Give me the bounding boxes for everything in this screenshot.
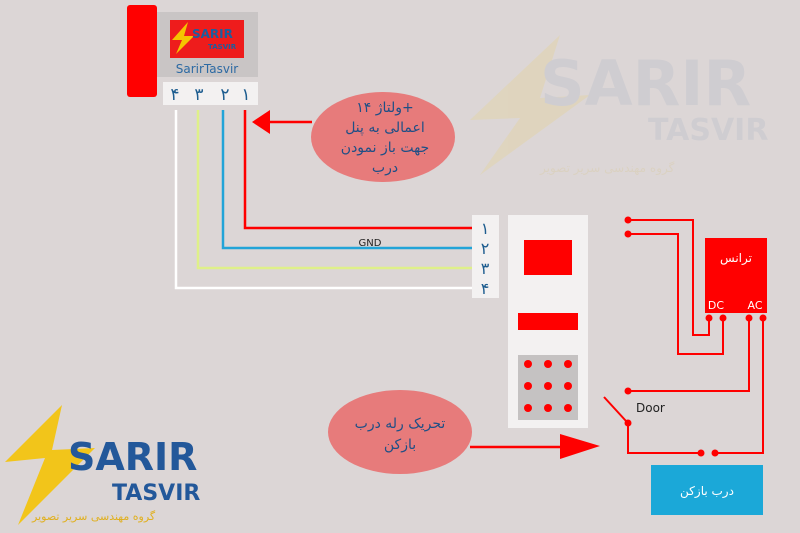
callout-voltage-line: جهت باز نمودن — [341, 140, 429, 156]
lightning-icon — [470, 35, 590, 175]
terminal-dots — [624, 216, 767, 457]
side-terminal-1: ۱ — [481, 219, 490, 238]
gnd-label: GND — [359, 238, 382, 249]
keypad-buttons — [524, 360, 572, 412]
callout-voltage-line: اعمالی به پنل — [345, 120, 425, 136]
side-terminal-strip — [472, 215, 499, 298]
lightning-icon — [5, 405, 95, 525]
logo-sub: TASVIR — [112, 481, 200, 506]
arrowhead-left-icon — [252, 110, 270, 134]
watermark-logo: SARIR TASVIR گروه مهندسی سریر تصویر — [5, 405, 200, 525]
watermark-tagline: گروه مهندسی سریر تصویر — [539, 161, 675, 176]
ac-label: AC — [747, 299, 762, 312]
device-red-bar — [127, 5, 157, 97]
side-terminal-4: ۴ — [481, 279, 490, 298]
terminal-3-label: ۳ — [194, 85, 203, 105]
callout-relay-line: تحریک رله درب — [355, 416, 446, 432]
wire-white — [174, 110, 474, 290]
side-terminal-3: ۳ — [481, 259, 490, 278]
callout-voltage-line: درب — [372, 160, 398, 176]
callout-relay — [328, 390, 472, 474]
watermark-top: SARIR TASVIR گروه مهندسی سریر تصویر — [470, 35, 768, 176]
callout-voltage — [311, 92, 455, 182]
logo-text: SARIR — [192, 27, 233, 41]
wire-red — [243, 110, 474, 230]
door-switch-label: Door — [636, 401, 665, 415]
callout-relay-line: بازکن — [384, 437, 416, 453]
wire-blue — [221, 110, 474, 250]
side-terminal-2: ۲ — [481, 239, 490, 258]
logo-title: SARIR — [68, 435, 197, 479]
panel-speaker — [518, 313, 578, 330]
arrowhead-right-icon — [560, 434, 600, 459]
power-wires — [603, 219, 764, 454]
logo-tagline: گروه مهندسی سریر تصویر — [31, 510, 156, 523]
terminal-4-label: ۴ — [170, 85, 179, 105]
terminal-2-label: ۲ — [220, 85, 229, 105]
terminal-1-label: ۱ — [241, 85, 250, 105]
transformer — [705, 238, 767, 313]
watermark-sub: TASVIR — [648, 113, 768, 148]
lightning-icon — [172, 22, 194, 54]
dc-label: DC — [708, 299, 724, 312]
door-opener-box — [651, 465, 763, 515]
door-opener-label: درب بازکن — [680, 484, 734, 499]
watermark-title: SARIR — [540, 47, 751, 120]
logo-sub: TASVIR — [208, 43, 237, 51]
transformer-label: ترانس — [720, 251, 752, 266]
panel-display — [524, 240, 572, 275]
brand-label: SarirTasvir — [176, 62, 239, 76]
top-terminal-strip — [163, 82, 258, 105]
wire-yellow — [196, 110, 474, 270]
callout-voltage-line: ولتاژ ۱۴+ — [356, 100, 414, 116]
